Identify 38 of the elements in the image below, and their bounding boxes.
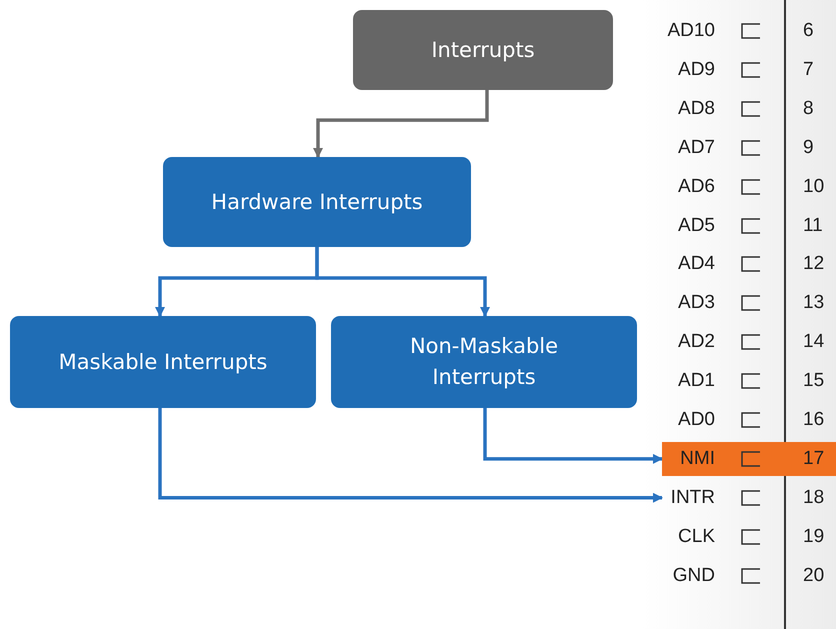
pin-name: AD10 (666, 19, 715, 43)
arrow (313, 90, 489, 158)
pin-number: 10 (803, 174, 824, 199)
pin-name: AD3 (677, 291, 715, 316)
pin-number: 8 (803, 96, 814, 121)
pin-name: AD9 (677, 58, 715, 82)
pin-number: 11 (803, 214, 823, 238)
pin-number: 12 (803, 252, 824, 276)
pin-number: 6 (803, 19, 814, 43)
pin-name: AD6 (677, 174, 715, 199)
pin-number: 14 (803, 330, 824, 354)
arrow (158, 408, 663, 503)
process-box: Non-Maskable Interrupts (331, 316, 637, 408)
pin-number: 9 (803, 136, 814, 160)
pin-name: AD5 (677, 214, 715, 238)
pin-name: INTR (662, 486, 715, 510)
pin-number: 19 (803, 524, 824, 549)
process-box: Maskable Interrupts (10, 316, 316, 408)
pin-number: 13 (803, 291, 824, 316)
pin-name: NMI (662, 446, 715, 471)
pin-name: AD1 (677, 369, 715, 394)
process-box: Hardware Interrupts (163, 157, 471, 247)
pin-name: AD7 (677, 136, 715, 160)
arrow (315, 247, 490, 317)
pin-number: 15 (803, 369, 824, 394)
pin-name: GND (672, 564, 715, 588)
pin-name: AD8 (677, 96, 715, 121)
pin-name: AD2 (677, 330, 715, 354)
pin-number: 18 (803, 486, 824, 510)
pin-number: 17 (803, 446, 824, 471)
pin-name: AD0 (677, 408, 715, 432)
pin-number: 20 (803, 564, 824, 588)
pin-name: CLK (677, 524, 715, 549)
pin-number: 16 (803, 408, 824, 432)
process-box: Interrupts (353, 10, 613, 90)
pin-number: 7 (803, 58, 814, 82)
arrow (483, 408, 663, 464)
pin-name: AD4 (677, 252, 715, 276)
